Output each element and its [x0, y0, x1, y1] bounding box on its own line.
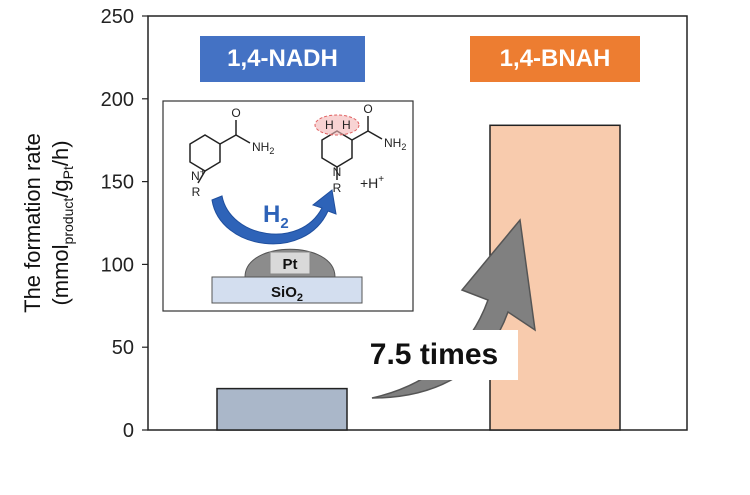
r-label-right: R: [333, 181, 342, 195]
plot-frame: [147, 15, 688, 431]
sio2-label: SiO2: [271, 284, 303, 304]
nad-plus-molecule: [189, 120, 251, 184]
reduction-arrow: [211, 189, 337, 245]
h2-label: H2: [263, 201, 289, 232]
category-tag-nadh: 1,4-NADH: [200, 36, 365, 82]
r-label-left: R: [192, 185, 201, 199]
h-atom-2: H: [342, 118, 351, 132]
bar-0: [216, 387, 348, 431]
y-axis-label-line1: The formation rate: [20, 133, 45, 313]
o-label-right: O: [363, 102, 372, 116]
y-tick-label: 0: [123, 420, 134, 442]
y-axis-label: The formation rate (mmolproduct/gPt/h): [20, 133, 76, 313]
pt-label: Pt: [283, 256, 298, 273]
n-label-right: N: [333, 165, 342, 179]
y-tick-label: 100: [101, 254, 134, 276]
y-tick-label: 50: [112, 337, 134, 359]
y-tick-label: 150: [101, 172, 134, 194]
nh2-label-right: NH2: [384, 136, 406, 152]
y-axis-label-line2: (mmolproduct/gPt/h): [48, 140, 76, 305]
sio2-support: [211, 276, 363, 304]
y-tick-label: 200: [101, 89, 134, 111]
y-axis-ticks: 0 50 100 150 200 250: [101, 6, 148, 442]
category-tag-bnah: 1,4-BNAH: [470, 36, 640, 82]
nh2-label-left: NH2: [252, 140, 274, 156]
o-label-left: O: [231, 106, 240, 120]
proton-label: +H+: [360, 174, 384, 191]
ratio-annotation: 7.5 times: [350, 330, 518, 380]
y-tick-label: 250: [101, 6, 134, 28]
h-atom-1: H: [325, 118, 334, 132]
n-plus-label: N+: [191, 167, 205, 183]
scheme-inset: O NH2 N+ R H H O NH2 N R +H+ H2 Pt SiO2: [162, 100, 414, 312]
hydride-highlight: [314, 114, 360, 136]
